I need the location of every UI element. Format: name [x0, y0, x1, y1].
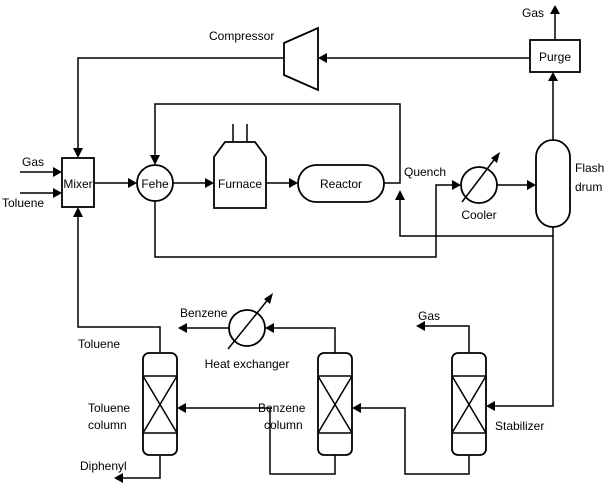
stream-benzene-to-toluene-column — [186, 407, 336, 475]
furnace-label: Furnace — [218, 177, 262, 191]
purge-box[interactable] — [529, 39, 581, 73]
arrowhead-mixer-bottom — [73, 207, 83, 217]
stabilizer-column[interactable] — [451, 352, 487, 456]
cooler-exchanger[interactable] — [460, 166, 498, 204]
gas-top-label: Gas — [522, 6, 544, 20]
stabilizer-gas-label: Gas — [418, 309, 440, 323]
stream-benzene-overhead — [274, 327, 336, 353]
stream-quench — [399, 200, 554, 237]
stream-toluene-recycle — [77, 217, 161, 353]
heat-exchanger-label: Heat exchanger — [205, 357, 290, 371]
quench-label: Quench — [404, 165, 446, 179]
cooler-label: Cooler — [461, 208, 496, 222]
reactor-label: Reactor — [320, 177, 362, 191]
arrowhead-purge-gas-out — [550, 5, 560, 14]
benzene-product-label: Benzene — [180, 306, 228, 320]
flash-drum-label-line1: Flash — [575, 161, 604, 175]
toluene-column-label-line1: Toluene — [88, 401, 130, 415]
arrowhead-compressor-in — [318, 53, 327, 63]
stream-stabilizer-to-benzene-column — [361, 407, 470, 475]
stabilizer-label: Stabilizer — [495, 419, 544, 433]
benzene-column-label-line2: column — [264, 418, 303, 432]
furnace-symbol[interactable] — [213, 141, 267, 209]
gas-feed-label: Gas — [22, 155, 44, 169]
diphenyl-label: Diphenyl — [80, 459, 127, 473]
arrowhead-stabilizer-in — [486, 401, 495, 411]
compressor-label: Compressor — [209, 29, 274, 43]
arrowhead-toluene-column-in — [177, 403, 186, 413]
arrowhead-mixer-top — [73, 148, 83, 158]
stream-fehe-to-cooler — [154, 184, 452, 258]
toluene-feed-label: Toluene — [2, 196, 44, 210]
toluene-recycle-label: Toluene — [78, 337, 120, 351]
arrowhead-benzene-product — [178, 323, 187, 333]
arrowhead-reactor-in — [289, 178, 298, 188]
arrowhead-furnace-in — [205, 178, 214, 188]
stream-compressor-to-mixer — [77, 57, 284, 148]
arrowhead-stabilizer-gas — [416, 321, 425, 331]
compressor-symbol[interactable] — [283, 26, 319, 92]
arrowhead-diphenyl — [114, 473, 123, 483]
toluene-column-label-line2: column — [88, 418, 127, 432]
arrowhead-heat-exchanger-in — [265, 323, 274, 333]
stream-flash-to-stabilizer — [495, 236, 554, 407]
flash-drum-label-line2: drum — [575, 180, 602, 194]
toluene-column[interactable] — [142, 352, 178, 456]
mixer-label: Mixer — [63, 177, 92, 191]
arrowhead-fehe-top — [150, 155, 160, 165]
flash-drum-vessel[interactable] — [535, 139, 571, 228]
arrowhead-benzene-column-in — [352, 403, 361, 413]
arrowhead-gas-feed — [53, 167, 62, 177]
cooler-diagonal-arrowhead — [491, 152, 500, 163]
cooler-diagonal — [461, 155, 498, 203]
stream-reactor-effluent-to-fehe — [154, 103, 401, 184]
heat-exchanger-diagonal — [227, 296, 271, 350]
heat-exchanger-diagonal-arrowhead — [264, 293, 273, 304]
benzene-column[interactable] — [317, 352, 353, 456]
arrowhead-toluene-feed — [53, 188, 62, 198]
arrowhead-cooler-in — [452, 180, 461, 190]
arrowhead-flash-in — [527, 180, 536, 190]
arrowhead-quench — [395, 190, 405, 200]
arrowhead-fehe-in — [128, 178, 137, 188]
arrowhead-purge-in — [548, 72, 558, 81]
purge-label: Purge — [539, 50, 571, 64]
stream-diphenyl — [123, 455, 161, 479]
fehe-label: Fehe — [141, 177, 169, 191]
stream-stabilizer-gas — [425, 325, 470, 353]
